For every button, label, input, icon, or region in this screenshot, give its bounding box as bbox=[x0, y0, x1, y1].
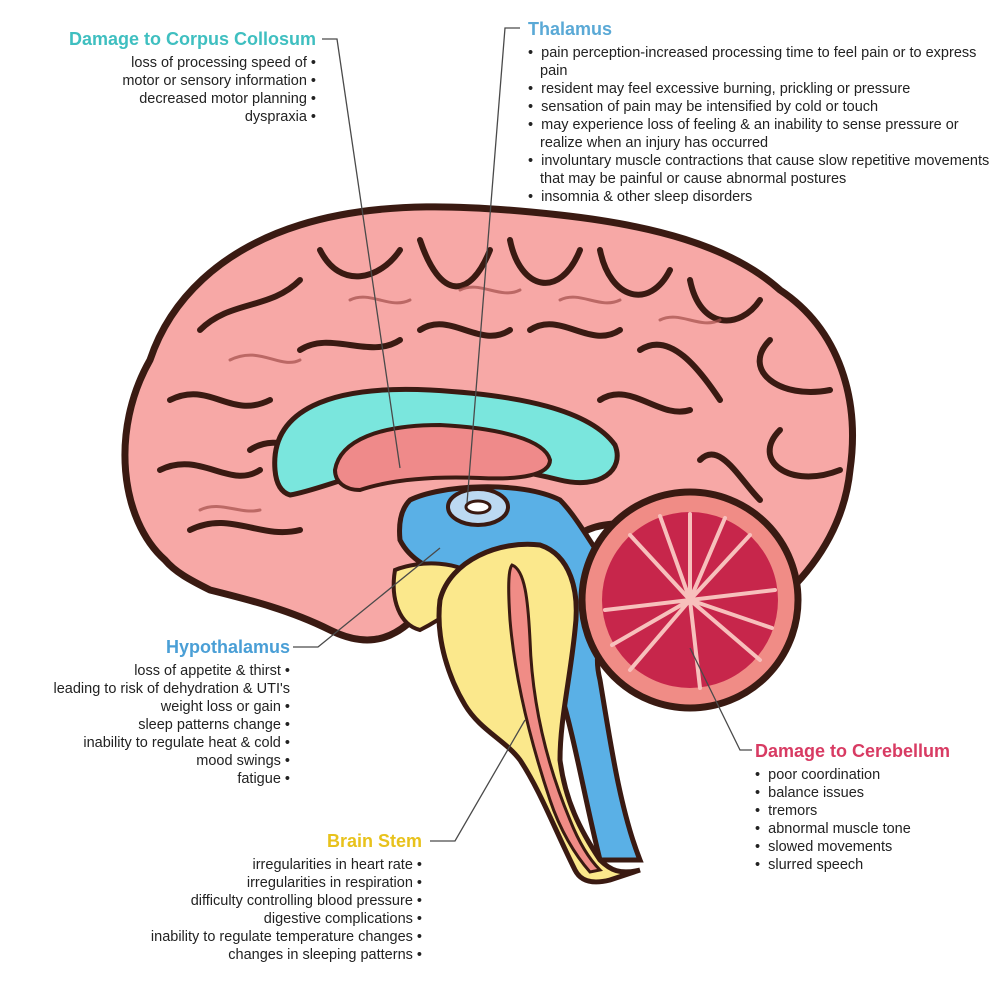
gyri-folds bbox=[157, 237, 843, 536]
corpus-title: Damage to Corpus Collosum bbox=[68, 29, 316, 49]
list-item: irregularities in respiration bbox=[42, 874, 422, 892]
list-item: insomnia & other sleep disorders bbox=[528, 188, 993, 206]
list-item: involuntary muscle contractions that cau… bbox=[528, 152, 993, 188]
brainstem-title: Brain Stem bbox=[326, 831, 422, 851]
list-item: balance issues bbox=[755, 784, 995, 802]
list-item: weight loss or gain bbox=[0, 698, 290, 716]
thalamus-label-block: Thalamus pain perception-increased proce… bbox=[528, 18, 993, 206]
list-item: inability to regulate heat & cold bbox=[0, 734, 290, 752]
list-item: decreased motor planning bbox=[6, 90, 316, 108]
list-item: irregularities in heart rate bbox=[42, 856, 422, 874]
cerebellum bbox=[578, 488, 802, 712]
thalamus-leader-line bbox=[466, 27, 520, 504]
list-item: abnormal muscle tone bbox=[755, 820, 995, 838]
list-item: inability to regulate temperature change… bbox=[42, 928, 422, 946]
list-item: sensation of pain may be intensified by … bbox=[528, 98, 993, 116]
corpus-list: loss of processing speed of motor or sen… bbox=[6, 54, 316, 126]
brainstem-list: irregularities in heart rate irregularit… bbox=[42, 856, 422, 964]
list-item: slurred speech bbox=[755, 856, 995, 874]
brainstem-label-block: Brain Stem irregularities in heart rate … bbox=[42, 830, 422, 964]
hypothalamus-title: Hypothalamus bbox=[165, 637, 290, 657]
list-item: loss of appetite & thirst bbox=[0, 662, 290, 680]
hypothalamus-list: loss of appetite & thirst leading to ris… bbox=[0, 662, 291, 788]
brainstem-leader-line bbox=[430, 719, 526, 842]
lateral-ventricle bbox=[332, 422, 553, 493]
list-item: digestive complications bbox=[42, 910, 422, 928]
corpus-leader-line bbox=[322, 38, 401, 469]
list-item: changes in sleeping patterns bbox=[42, 946, 422, 964]
hypothalamus-label-block: Hypothalamus loss of appetite & thirst l… bbox=[0, 636, 291, 788]
brainstem bbox=[436, 541, 641, 885]
thalamus-list: pain perception-increased processing tim… bbox=[528, 44, 993, 206]
cerebellum-leader-line bbox=[689, 647, 752, 751]
list-item: may experience loss of feeling & an inab… bbox=[528, 116, 993, 152]
brainstem-core bbox=[507, 563, 604, 874]
list-item: loss of processing speed of bbox=[6, 54, 316, 72]
thalamus-title: Thalamus bbox=[528, 19, 613, 39]
list-item: difficulty controlling blood pressure bbox=[42, 892, 422, 910]
corpus-label-block: Damage to Corpus Collosum loss of proces… bbox=[6, 28, 316, 126]
thalamus-core bbox=[464, 499, 492, 515]
cerebellum-list: poor coordination balance issues tremors… bbox=[755, 766, 995, 874]
hypothalamus-leader-line bbox=[293, 547, 441, 648]
list-item: poor coordination bbox=[755, 766, 995, 784]
list-item: pain perception-increased processing tim… bbox=[528, 44, 993, 80]
cerebellum-label-block: Damage to Cerebellum poor coordination b… bbox=[755, 740, 995, 874]
gyri-inner-folds bbox=[198, 285, 722, 513]
cerebellum-title: Damage to Cerebellum bbox=[755, 741, 951, 761]
list-item: tremors bbox=[755, 802, 995, 820]
list-item: fatigue bbox=[0, 770, 290, 788]
list-item: mood swings bbox=[0, 752, 290, 770]
list-item: leading to risk of dehydration & UTI's bbox=[53, 681, 291, 697]
list-item: motor or sensory information bbox=[6, 72, 316, 90]
list-item: resident may feel excessive burning, pri… bbox=[528, 80, 993, 98]
list-item: slowed movements bbox=[755, 838, 995, 856]
list-item: dyspraxia bbox=[6, 108, 316, 126]
list-item: sleep patterns change bbox=[0, 716, 290, 734]
